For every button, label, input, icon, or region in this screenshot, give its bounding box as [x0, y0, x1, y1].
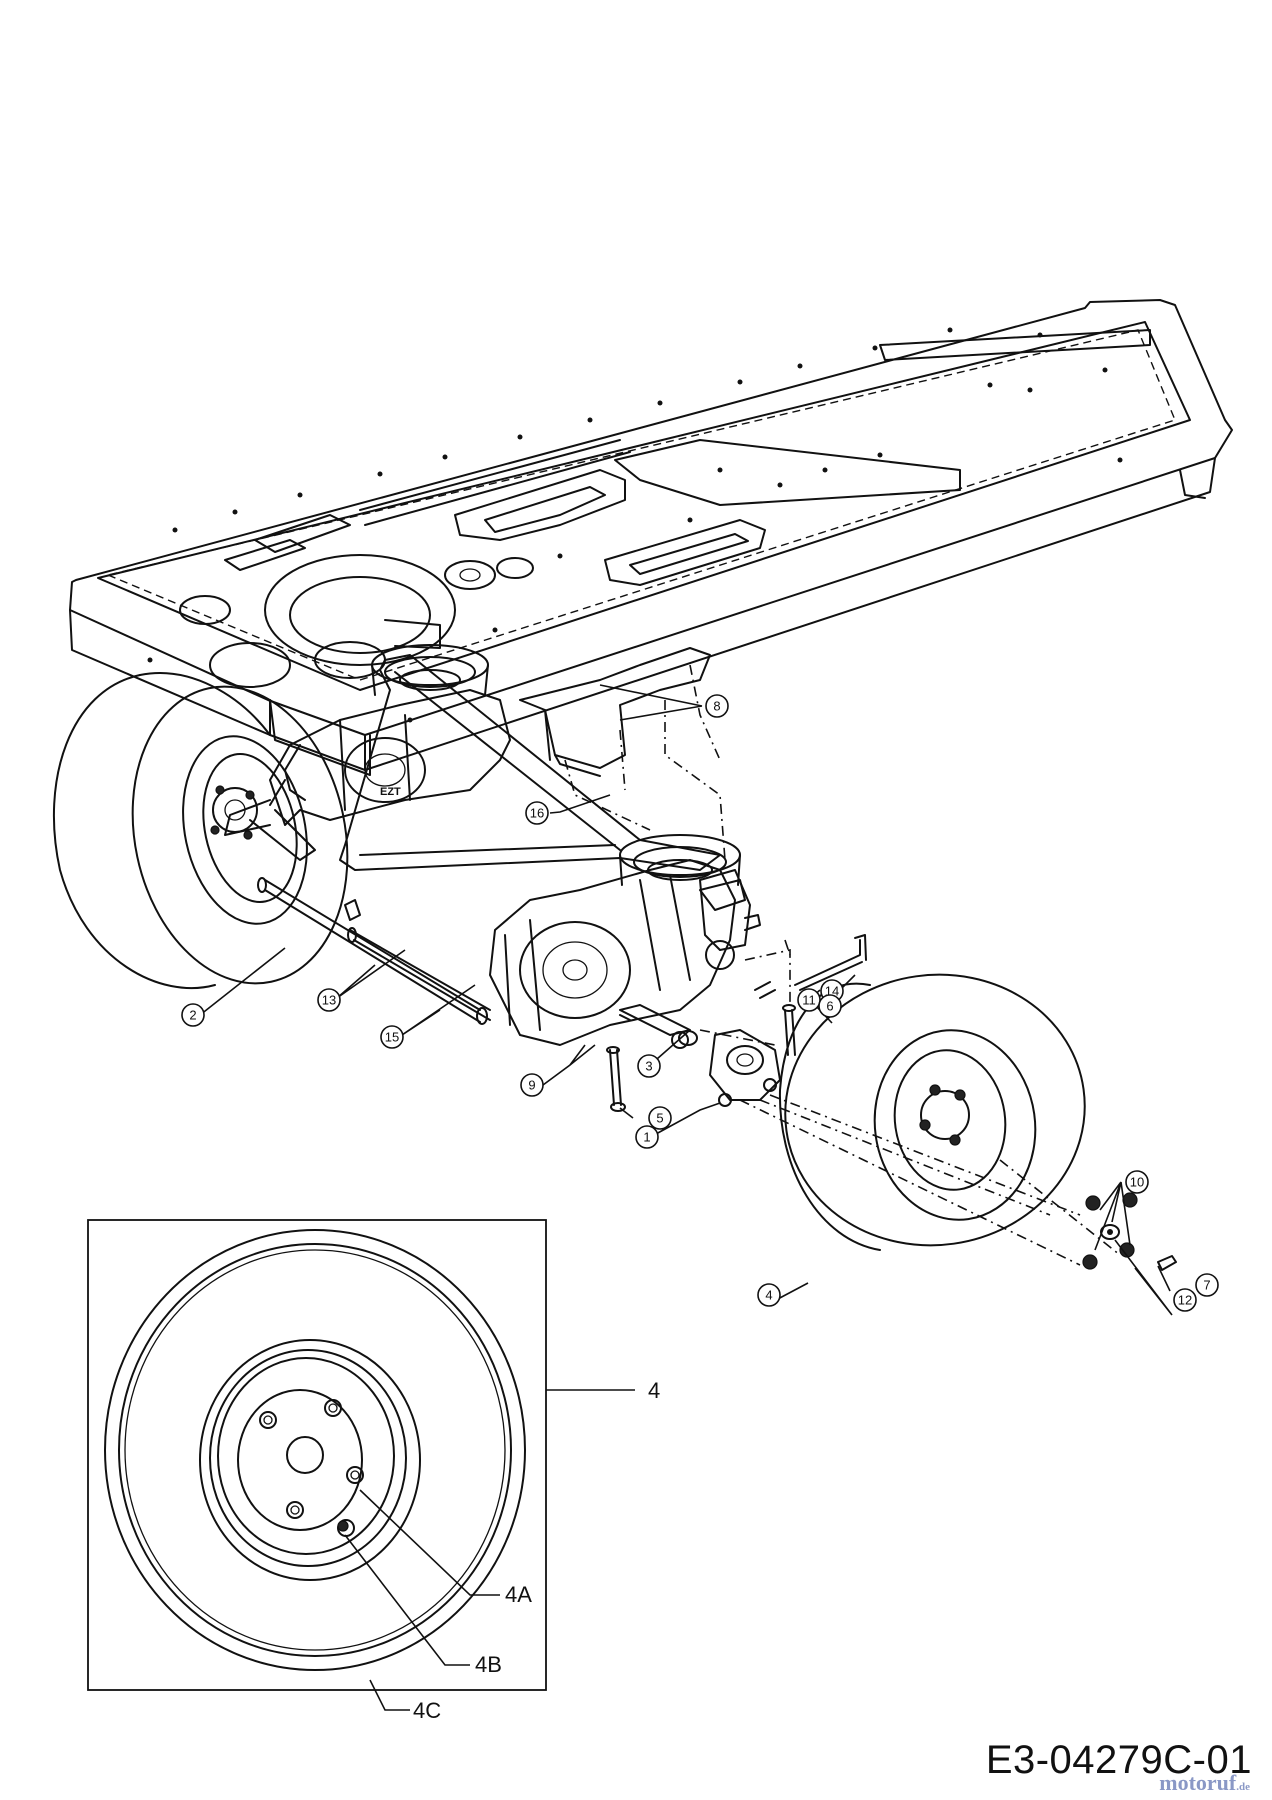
svg-text:3: 3 — [645, 1059, 652, 1074]
chassis-frame — [69, 299, 1233, 777]
detail-label-4C: 4C — [413, 1698, 441, 1723]
callout-11: 11 — [797, 988, 821, 1012]
callout-10: 10 — [1125, 1170, 1149, 1194]
callout-8: 8 — [705, 694, 729, 718]
svg-text:9: 9 — [528, 1078, 535, 1093]
watermark-suffix: .de — [1236, 1781, 1250, 1793]
svg-text:1: 1 — [643, 1130, 650, 1145]
svg-text:10: 10 — [1130, 1175, 1144, 1190]
callout-13: 13 — [317, 988, 341, 1012]
ezt-mark-left: EZT — [380, 786, 401, 798]
svg-text:11: 11 — [802, 993, 816, 1008]
detail-label-4: 4 — [648, 1378, 660, 1403]
left-transaxle: EZT — [224, 644, 511, 861]
callout-9: 9 — [520, 1073, 544, 1097]
left-wheel — [53, 672, 349, 990]
detail-label-4A: 4A — [505, 1582, 532, 1607]
detail-leaders — [344, 1389, 635, 1711]
svg-text:16: 16 — [530, 806, 544, 821]
detail-label-4B: 4B — [475, 1652, 502, 1677]
callout-15: 15 — [380, 1025, 404, 1049]
callout-7: 7 — [1195, 1273, 1219, 1297]
callout-4: 4 — [757, 1283, 781, 1307]
callout-2: 2 — [181, 1003, 205, 1027]
callout-12: 12 — [1173, 1288, 1197, 1312]
wheel-detail-box — [87, 1219, 547, 1691]
watermark-logo: motoruf.de — [1159, 1770, 1250, 1796]
svg-text:5: 5 — [656, 1111, 663, 1126]
wheel-hub — [709, 1029, 781, 1107]
right-transaxle — [489, 834, 761, 1049]
watermark-text: motoruf — [1159, 1770, 1237, 1795]
svg-text:15: 15 — [385, 1030, 399, 1045]
callout-16: 16 — [525, 801, 549, 825]
svg-text:6: 6 — [826, 999, 833, 1014]
svg-text:4: 4 — [765, 1288, 772, 1303]
drawing-code: E3-04279C-01 — [985, 1738, 1252, 1782]
small-hardware — [606, 934, 867, 1112]
callout-3: 3 — [637, 1054, 661, 1078]
callout-5: 5 — [648, 1106, 672, 1130]
tie-rods — [257, 877, 491, 1025]
drive-belt — [339, 654, 721, 871]
lug-hardware — [1082, 1192, 1177, 1271]
svg-text:7: 7 — [1203, 1278, 1210, 1293]
svg-text:8: 8 — [713, 699, 720, 714]
callout-1: 1 — [635, 1125, 659, 1149]
callout-6: 6 — [818, 994, 842, 1018]
svg-text:2: 2 — [189, 1008, 196, 1023]
assembly-lines — [564, 664, 1121, 1266]
svg-text:12: 12 — [1178, 1293, 1192, 1308]
svg-text:13: 13 — [322, 993, 336, 1008]
